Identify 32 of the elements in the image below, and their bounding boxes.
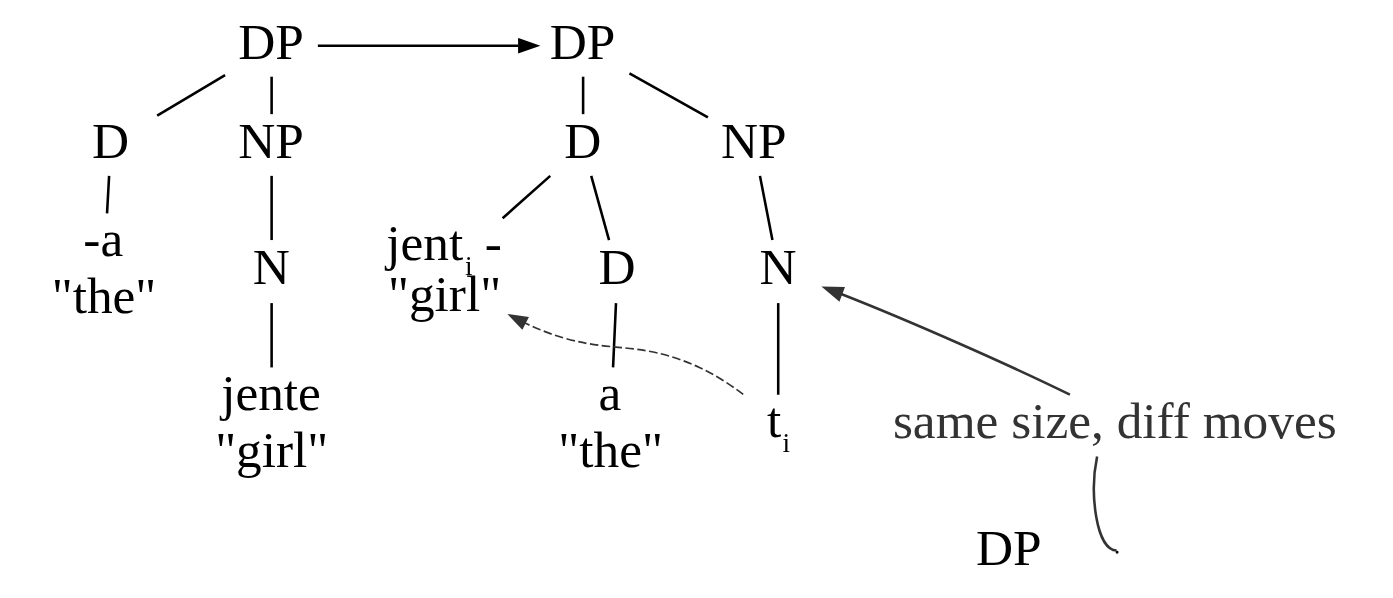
- connector: [776, 303, 780, 395]
- connector: [1092, 456, 1117, 552]
- node-text: NP: [720, 111, 787, 169]
- connector: [501, 174, 552, 220]
- node-text: N: [252, 238, 290, 296]
- connector: [611, 303, 618, 368]
- connector: [270, 76, 273, 115]
- arrow: [317, 37, 541, 54]
- node-text: NP: [238, 111, 304, 169]
- connector: [628, 72, 709, 119]
- connector: [270, 175, 273, 241]
- connector: [156, 74, 226, 117]
- node-text: DP: [549, 12, 616, 70]
- node-text: N: [759, 238, 797, 296]
- node-text: D: [91, 111, 129, 169]
- node-text: DP: [238, 12, 304, 70]
- node-text: jent$_{i}$ - "girl": [386, 213, 502, 322]
- connector: [758, 175, 774, 241]
- connector: [590, 175, 611, 241]
- arrow: [821, 286, 1071, 396]
- node-text: DP: [975, 519, 1042, 577]
- node-text: D: [598, 238, 636, 296]
- connector: [581, 76, 585, 115]
- connector: [105, 175, 111, 214]
- connector: [270, 303, 273, 368]
- node-text: t$_{i}$: [767, 390, 791, 458]
- node-text: -a "the": [51, 210, 157, 324]
- node-text: D: [564, 111, 602, 169]
- node-text: a "the": [558, 364, 663, 478]
- node-text: same size, diff moves: [892, 392, 1337, 450]
- arrow: [507, 314, 745, 396]
- node-text: jente "girl": [215, 364, 329, 478]
